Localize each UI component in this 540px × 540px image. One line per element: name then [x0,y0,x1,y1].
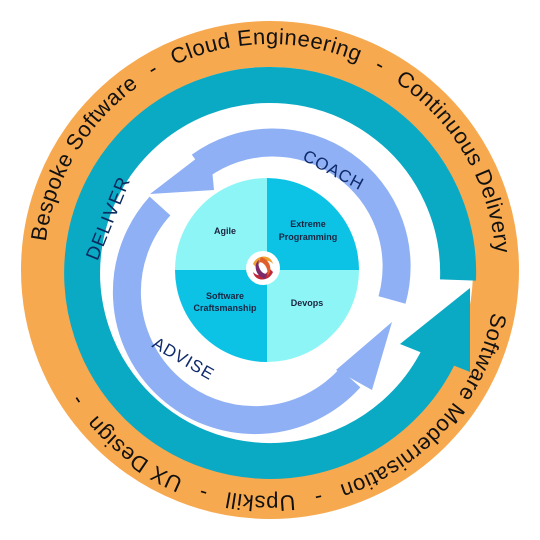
coach-arrow [150,128,411,304]
quadrant-bottom-right [267,270,359,362]
quadrant-label-programming: Programming [279,232,338,242]
quadrant-top-right [267,178,359,270]
quadrant-bottom-left [175,270,267,362]
swirl-logo-icon [246,251,280,285]
ring-item-upskill: Upskill [223,487,296,516]
quadrant-label-craftsmanship: Craftsmanship [193,303,257,313]
quadrant-top-left [175,178,267,270]
quadrant-label-devops: Devops [291,298,324,308]
quadrant-label-agile: Agile [214,226,236,236]
deliver-arrow [64,67,477,479]
advise-arrow [112,196,392,435]
outer-ring [21,21,519,519]
quadrant-label-extreme: Extreme [290,219,326,229]
quadrant-label-software: Software [206,291,244,301]
